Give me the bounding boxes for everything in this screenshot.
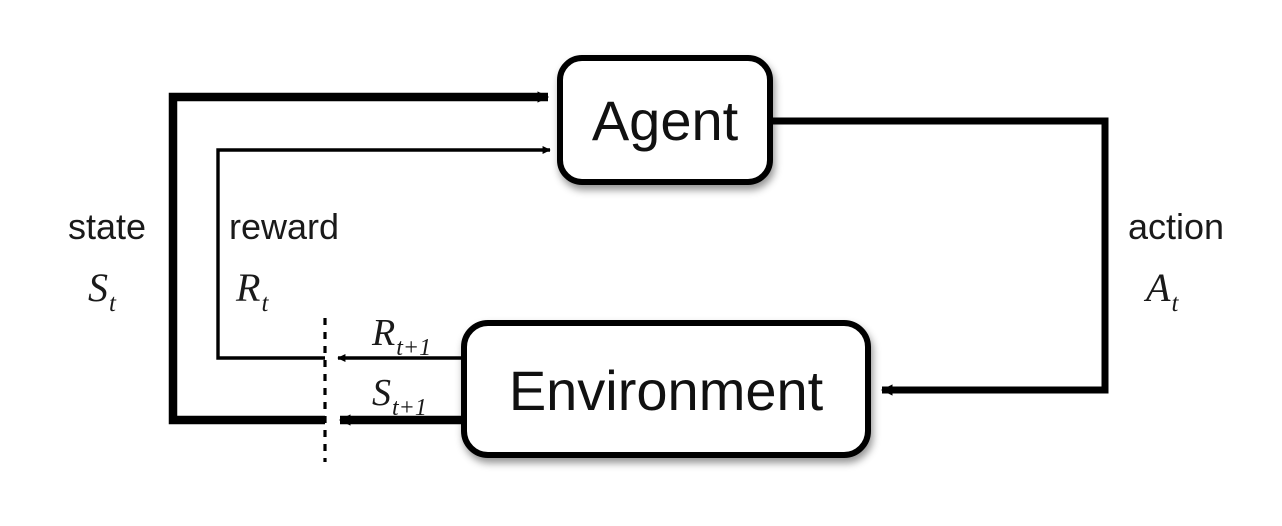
next-state-subscript-glyph: t+1	[392, 395, 427, 421]
label-next-state: St+1	[372, 372, 427, 421]
reward-word-label: reward	[229, 206, 339, 247]
label-action: action At	[1128, 206, 1224, 317]
reward-subscript-glyph: t	[261, 290, 269, 317]
reward-symbol-label: Rt	[235, 265, 269, 317]
label-reward: reward Rt	[229, 206, 339, 317]
agent-box[interactable]	[557, 55, 773, 185]
edge-reward-to-agent	[216, 146, 551, 360]
reward-symbol-glyph: R	[235, 265, 260, 310]
state-symbol-label: St	[88, 265, 117, 317]
next-reward-symbol-label: Rt+1	[371, 312, 431, 361]
label-state: state St	[68, 206, 146, 317]
environment-label: Environment	[509, 359, 824, 422]
state-subscript-glyph: t	[109, 290, 117, 317]
node-agent[interactable]: Agent	[557, 55, 773, 185]
environment-box[interactable]	[461, 320, 871, 458]
agent-label: Agent	[592, 89, 739, 152]
next-reward-subscript-glyph: t+1	[396, 335, 431, 361]
edge-agent-to-environment	[770, 117, 1109, 396]
state-word-label: state	[68, 206, 146, 247]
action-symbol-label: At	[1143, 265, 1179, 317]
node-environment[interactable]: Environment	[461, 320, 871, 458]
action-connector-line	[770, 117, 1109, 396]
next-state-symbol-label: St+1	[372, 372, 427, 421]
edge-state-to-agent	[168, 91, 550, 425]
reward-connector-line	[216, 146, 551, 360]
next-state-symbol-glyph: S	[372, 372, 391, 414]
action-word-label: action	[1128, 206, 1224, 247]
action-symbol-glyph: A	[1143, 265, 1171, 310]
next-reward-symbol-glyph: R	[371, 312, 395, 354]
state-connector-line	[168, 91, 550, 425]
state-symbol-glyph: S	[88, 265, 108, 310]
label-next-reward: Rt+1	[371, 312, 431, 361]
action-subscript-glyph: t	[1171, 290, 1179, 317]
